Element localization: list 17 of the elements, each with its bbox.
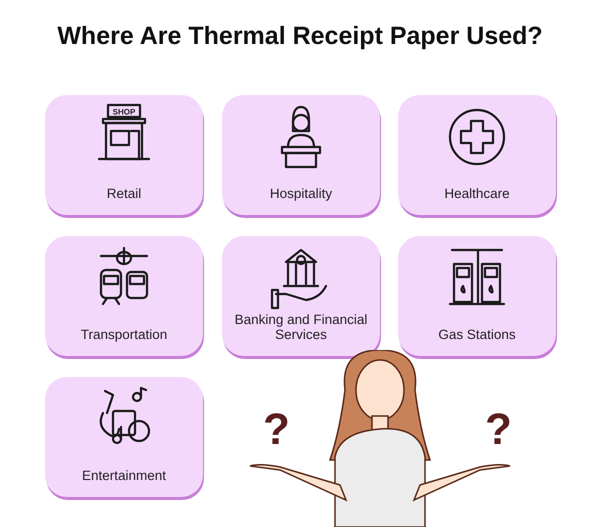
category-label: Hospitality [268, 186, 334, 201]
category-label: Gas Stations [437, 327, 517, 342]
category-label: Retail [106, 186, 142, 201]
title: Where Are Thermal Receipt Paper Used? [56, 22, 544, 51]
category-label: Healthcare [443, 186, 511, 201]
category-card [45, 236, 203, 356]
category-label: Transportation [80, 327, 168, 342]
question-mark: ? [263, 405, 290, 455]
category-label: Entertainment [80, 468, 168, 483]
category-card [222, 236, 380, 356]
question-mark: ? [485, 405, 512, 455]
category-card [398, 236, 556, 356]
category-card [222, 95, 380, 215]
category-card [398, 95, 556, 215]
category-card [45, 95, 203, 215]
category-card [45, 377, 203, 497]
category-label: Banking and Financial Services [234, 312, 368, 342]
